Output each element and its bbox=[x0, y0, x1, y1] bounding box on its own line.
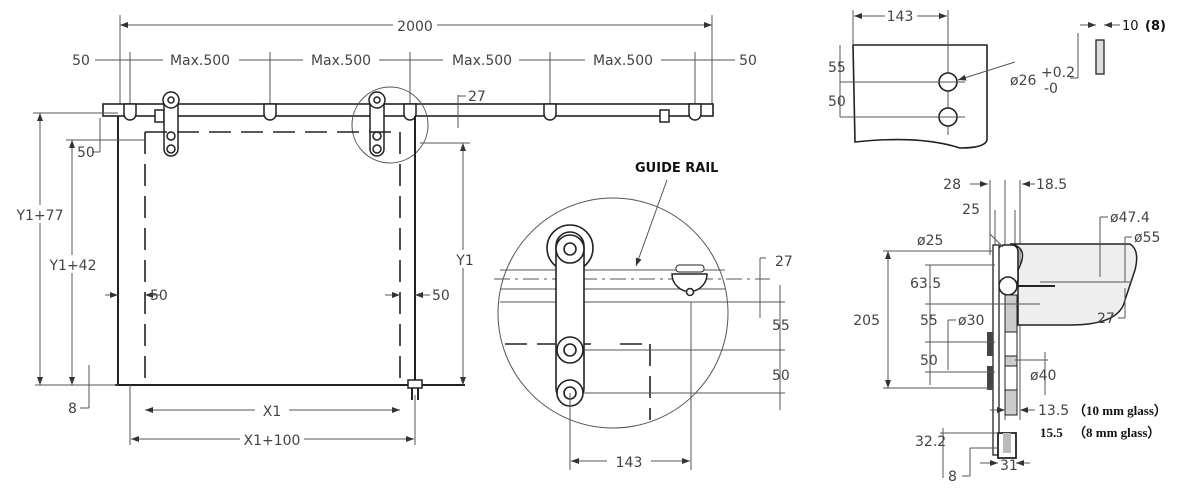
dim-total-width: 2000 bbox=[397, 19, 433, 35]
section-dim-50: 50 bbox=[920, 353, 938, 369]
dim-floor-gap: 8 bbox=[68, 401, 77, 417]
section-dim-25-dia: ø25 bbox=[917, 233, 943, 249]
section-dim-55: 55 bbox=[920, 313, 938, 329]
dim-width-x1-100: X1+100 bbox=[244, 433, 301, 449]
section-dim-205: 205 bbox=[853, 313, 880, 329]
wall-section bbox=[1009, 243, 1138, 326]
section-dim-63-5: 63.5 bbox=[910, 276, 941, 292]
dim-side-left: 50 bbox=[150, 288, 168, 304]
hole-dim-143: 143 bbox=[887, 9, 914, 25]
wheel-section bbox=[998, 276, 1018, 296]
dim-height-y1-77: Y1+77 bbox=[15, 208, 63, 224]
guide-width-31: 31 bbox=[1000, 458, 1018, 474]
detail-roller-hanger bbox=[546, 224, 594, 407]
dim-spacing-3: Max.500 bbox=[452, 53, 512, 69]
hole-diameter: ø26 bbox=[1010, 73, 1036, 89]
section-dim-18-5: 18.5 bbox=[1036, 177, 1067, 193]
dim-spacing-1: Max.500 bbox=[170, 53, 230, 69]
guide-base-8: 8 bbox=[948, 469, 957, 485]
hole-dim-50: 50 bbox=[828, 94, 846, 110]
hole-tolerance-minus: -0 bbox=[1044, 81, 1058, 97]
dim-height-y1-42: Y1+42 bbox=[48, 258, 96, 274]
section-dim-27: 27 bbox=[1097, 311, 1115, 327]
dim-width-x1: X1 bbox=[263, 404, 282, 420]
glass-thickness: 10 bbox=[1122, 19, 1139, 34]
detail-view: GUIDE RAIL 27 55 50 143 bbox=[494, 161, 793, 471]
dim-height-y1: Y1 bbox=[455, 253, 473, 269]
detail-highlight-circle bbox=[351, 86, 429, 164]
dim-top-offset: 50 bbox=[77, 145, 95, 161]
glass-thickness-alt: (8) bbox=[1145, 19, 1166, 34]
hole-tolerance-plus: +0.2 bbox=[1041, 65, 1075, 81]
section-dim-13-5: 13.5 bbox=[1038, 403, 1069, 419]
glass-note-10mm: （10 mm glass） bbox=[1073, 403, 1167, 418]
rail-stoppers bbox=[123, 103, 702, 123]
section-dim-15-5: 15.5 bbox=[1040, 425, 1063, 440]
glass-section bbox=[1095, 39, 1105, 75]
section-dim-55-dia: ø55 bbox=[1134, 230, 1160, 246]
dim-side-right: 50 bbox=[432, 288, 450, 304]
guide-rail-callout: GUIDE RAIL bbox=[635, 161, 718, 176]
roller-hanger-right bbox=[368, 91, 386, 157]
section-dim-40-dia: ø40 bbox=[1030, 368, 1056, 384]
section-dim-25: 25 bbox=[962, 202, 980, 218]
detail-circle bbox=[497, 197, 729, 429]
detail-dim-143: 143 bbox=[616, 455, 643, 471]
section-dim-47-4: ø47.4 bbox=[1110, 210, 1150, 226]
dim-end-right: 50 bbox=[739, 53, 757, 69]
dim-spacing-2: Max.500 bbox=[311, 53, 371, 69]
roller-hanger-left bbox=[162, 91, 180, 157]
floor-guide bbox=[407, 379, 423, 389]
dim-spacing-4: Max.500 bbox=[593, 53, 653, 69]
detail-dim-55: 55 bbox=[772, 318, 790, 334]
glass-hole-view: 143 55 50 ø26 +0.2 -0 10 (8) bbox=[828, 7, 1166, 149]
dim-end-left: 50 bbox=[72, 53, 90, 69]
hole-dim-55: 55 bbox=[828, 60, 846, 76]
section-dim-30-dia: ø30 bbox=[958, 313, 984, 329]
detail-dim-27: 27 bbox=[775, 254, 793, 270]
guide-height-32-2: 32.2 bbox=[915, 434, 946, 450]
dim-rail-height: 27 bbox=[468, 89, 486, 105]
detail-dim-50: 50 bbox=[772, 368, 790, 384]
section-dim-28: 28 bbox=[943, 177, 961, 193]
section-view: 28 18.5 25 ø47.4 ø55 ø25 63.5 205 bbox=[853, 177, 1167, 485]
glass-note-8mm: （8 mm glass） bbox=[1073, 425, 1160, 440]
main-elevation: 2000 50 50 Max.500 Max.500 Max.500 Max.5… bbox=[12, 15, 761, 449]
